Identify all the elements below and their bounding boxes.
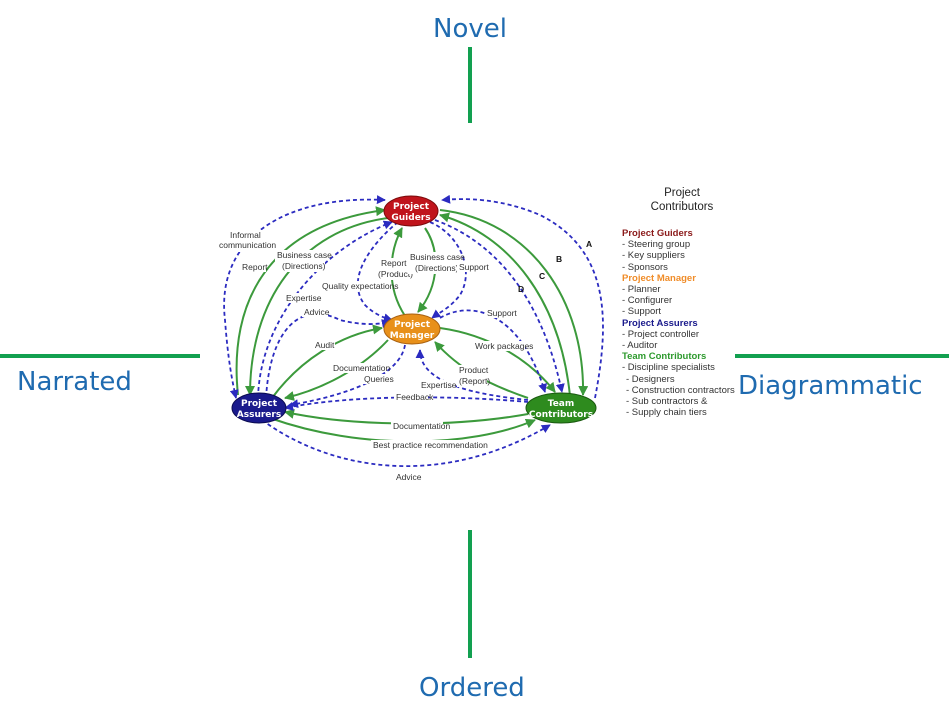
node-team-contributors: Team Contributors: [525, 392, 597, 424]
label-product-report-1: Product: [459, 365, 489, 375]
label-work-packages: Work packages: [475, 341, 533, 351]
axis-label-diagrammatic: Diagrammatic: [738, 371, 923, 401]
node-manager-line2: Manager: [390, 331, 435, 341]
axis-label-narrated: Narrated: [17, 367, 132, 397]
edge-quality: [356, 221, 399, 323]
label-support-top: Support: [459, 262, 489, 272]
edge-labels: Informal communication Report Business c…: [219, 230, 592, 482]
label-expertise-left: Expertise: [286, 293, 322, 303]
edge-expertise-mid: [415, 349, 529, 401]
legend-item: - Auditor: [622, 340, 658, 352]
dashed-edges: [223, 194, 604, 468]
legend-item: - Designers: [626, 373, 675, 385]
legend-item: - Sponsors: [622, 261, 668, 273]
label-documentation-mid: Documentation: [333, 363, 390, 373]
legend-title-line1: Project: [664, 187, 700, 199]
axis-label-ordered: Ordered: [419, 673, 525, 703]
label-advice-bottom: Advice: [396, 472, 422, 482]
node-project-manager: Project Manager: [383, 313, 441, 345]
node-manager-line1: Project: [394, 320, 431, 330]
label-support-right: Support: [487, 308, 517, 318]
node-project-guiders: Project Guiders: [383, 195, 439, 227]
legend-item: - Configurer: [622, 295, 673, 307]
legend-title: Project Contributors: [622, 186, 742, 214]
edge-advice-left: [265, 313, 391, 399]
legend-item: - Steering group: [622, 239, 691, 251]
label-b: B: [556, 254, 562, 264]
axis-line-top: [468, 47, 472, 123]
edge-support-top: [429, 221, 467, 319]
label-queries: Queries: [364, 374, 394, 384]
axis-label-novel: Novel: [433, 14, 507, 44]
legend-item: - Supply chain tiers: [626, 407, 707, 419]
edge-a: [441, 194, 604, 399]
label-documentation-bottom: Documentation: [393, 421, 450, 431]
label-informal-1: Informal: [230, 230, 261, 240]
legend-group-contributors: Team Contributors: [622, 351, 707, 363]
label-business-case-left-2: (Directions): [282, 261, 326, 271]
label-c: C: [539, 271, 545, 281]
node-contributors-line2: Contributors: [529, 410, 593, 420]
legend-group-assurers: Project Assurers: [622, 317, 698, 329]
label-a: A: [586, 239, 592, 249]
legend: Project Contributors Project Guiders - S…: [622, 186, 742, 418]
label-audit: Audit: [315, 340, 335, 350]
axis-line-bottom: [468, 530, 472, 658]
node-contributors-line1: Team: [548, 399, 575, 409]
node-project-assurers: Project Assurers: [231, 392, 287, 424]
legend-title-line2: Contributors: [650, 201, 714, 213]
legend-group-guiders: Project Guiders: [622, 228, 693, 239]
label-report: Report: [242, 262, 268, 272]
edge-informal: [223, 195, 386, 399]
legend-item: - Discipline specialists: [622, 362, 715, 374]
legend-item: - Support: [622, 306, 662, 318]
label-informal-2: communication: [219, 240, 276, 250]
node-guiders-line2: Guiders: [391, 213, 430, 223]
label-business-case-left-1: Business case: [277, 250, 332, 260]
legend-item: - Sub contractors &: [626, 396, 708, 408]
edge-b: [439, 209, 589, 396]
axis-line-left: [0, 354, 200, 358]
legend-item: - Key suppliers: [622, 250, 685, 262]
label-best-practice: Best practice recommendation: [373, 440, 488, 450]
legend-item: - Planner: [622, 284, 661, 296]
label-d: D: [518, 284, 524, 294]
node-assurers-line1: Project: [241, 399, 278, 409]
legend-item: - Project controller: [622, 328, 700, 340]
axis-line-right: [735, 354, 949, 358]
node-assurers-line2: Assurers: [237, 410, 281, 420]
edge-c: [439, 212, 571, 397]
edge-d: [434, 219, 565, 393]
label-business-case-mid-2: (Directions): [415, 263, 459, 273]
label-report-product-2: (Product): [378, 269, 413, 279]
label-report-product-1: Report: [381, 258, 407, 268]
label-product-report-2: (Report): [459, 376, 490, 386]
label-feedback: Feedback: [396, 392, 434, 402]
legend-group-manager: Project Manager: [622, 272, 696, 284]
edge-queries: [289, 344, 406, 409]
edge-expertise-left: [257, 220, 393, 399]
legend-item: - Construction contractors: [626, 384, 735, 396]
label-advice-left: Advice: [304, 307, 330, 317]
label-expertise-mid: Expertise: [421, 380, 457, 390]
label-quality: Quality expectations: [322, 281, 399, 291]
node-guiders-line1: Project: [393, 202, 430, 212]
label-business-case-mid-1: Business case: [410, 252, 465, 262]
